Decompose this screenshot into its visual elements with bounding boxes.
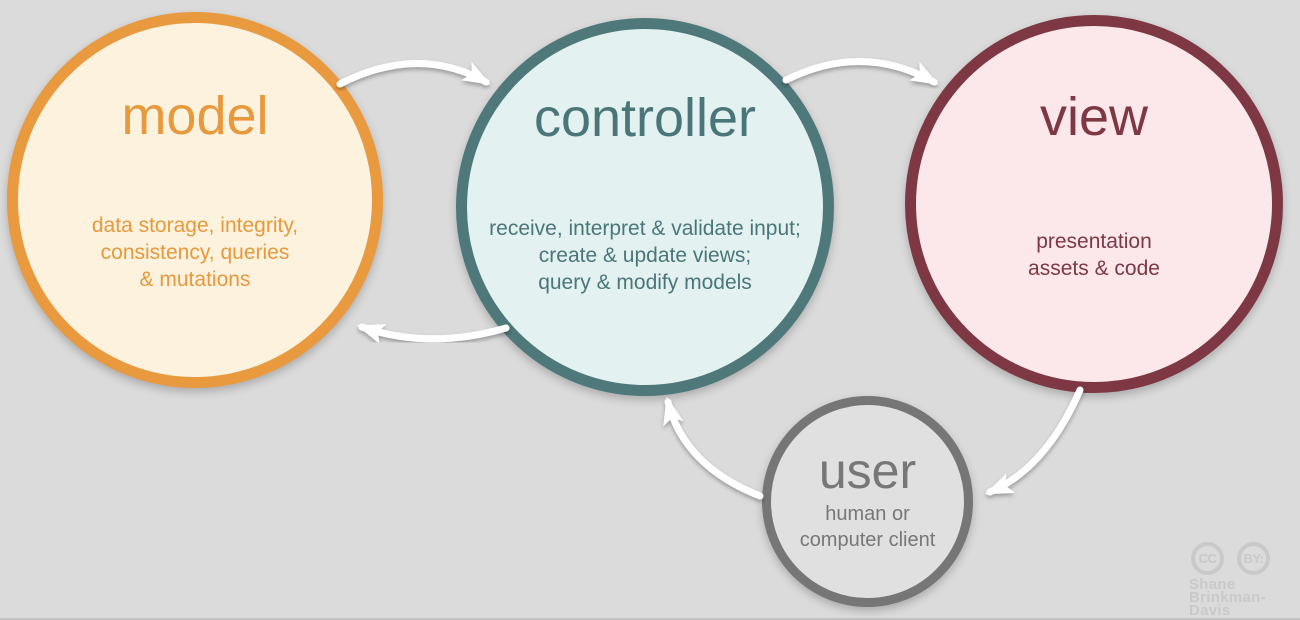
node-view: view presentation assets & code [905,15,1283,393]
arrow-view-to-user [984,386,1084,496]
arrow-user-to-controller [663,396,764,500]
node-model: model data storage, integrity, consisten… [7,12,383,388]
user-title: user [818,443,917,499]
node-controller: controller receive, interpret & validate… [456,18,834,396]
license-badges: CC BY: [1191,542,1270,575]
author-credit-line2: Brinkman-Davis [1189,589,1266,619]
author-credit-line1: Shane [1189,576,1236,593]
user-description: human or computer client [799,503,936,551]
node-user: user human or computer client [762,396,973,607]
arrow-model-to-controller [336,60,491,88]
author-credit: Shane Brinkman-Davis [1189,576,1300,619]
model-description: data storage, integrity, consistency, qu… [91,214,299,291]
view-description: presentation assets & code [1028,230,1160,280]
arrow-controller-to-model [356,323,510,345]
model-title: model [121,86,269,146]
controller-title: controller [533,88,757,148]
arrow-controller-to-view [782,58,939,86]
controller-description: receive, interpret & validate input; cre… [489,217,801,294]
view-title: view [1039,87,1149,147]
cc-by-icon: BY: [1237,542,1270,575]
canvas-bottom-edge [0,618,1300,620]
cc-icon: CC [1191,542,1224,575]
